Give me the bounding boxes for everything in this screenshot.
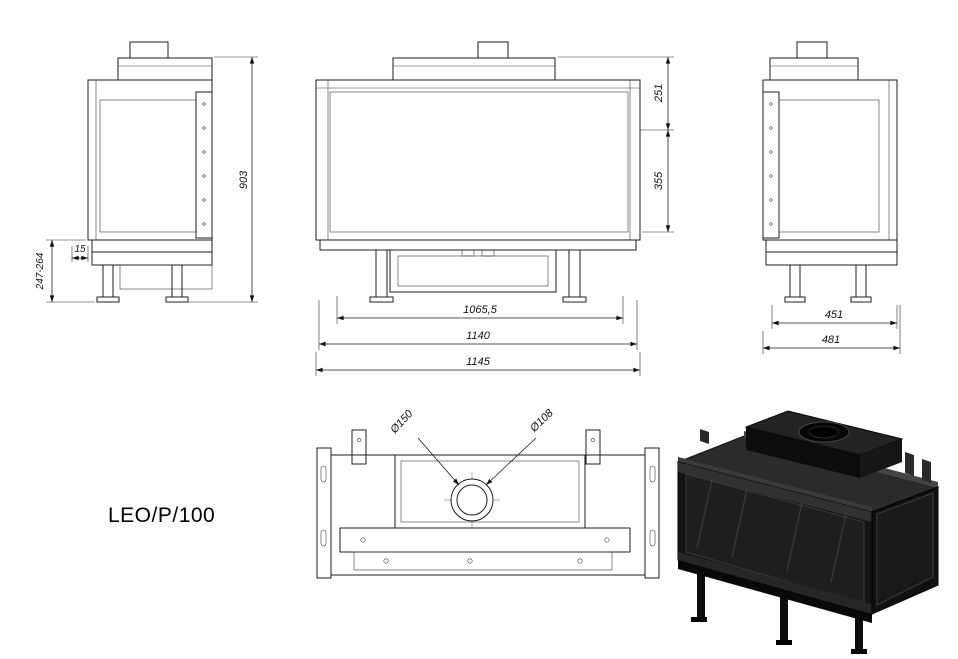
under-panel-outline: [119, 264, 213, 290]
base-lower-outline: [765, 251, 898, 266]
side-view-left: 903 247-264 15: [35, 41, 258, 303]
mounting-tab: [700, 429, 709, 444]
clip: [461, 249, 475, 257]
foot: [165, 296, 189, 303]
drawer-panel-outline: [389, 249, 557, 293]
flue-stub-outline: [796, 41, 828, 59]
foot: [96, 296, 120, 303]
front-band-outline: [339, 527, 631, 553]
leg: [171, 264, 183, 298]
leg: [789, 264, 801, 298]
foot: [851, 649, 867, 654]
dim-side-overall-depth: 481: [822, 334, 840, 346]
glass-panel: [329, 91, 629, 233]
foot: [562, 296, 587, 303]
support-post: [351, 429, 367, 465]
leg: [102, 264, 114, 298]
bracket-slot: [320, 529, 327, 547]
plenum-front-face: [746, 427, 860, 478]
leader-line: [417, 437, 460, 486]
mounting-tab: [922, 459, 931, 483]
dim-hood-height: 251: [653, 84, 665, 103]
dim-leg-height-range: 247-264: [35, 252, 46, 290]
bracket-slot: [649, 529, 656, 547]
bracket-slot: [320, 465, 327, 483]
base-lower-outline: [91, 251, 213, 266]
dim-overall-width: 1145: [466, 356, 491, 368]
plenum-side-face: [860, 439, 902, 478]
leg: [780, 588, 788, 640]
foot: [369, 296, 394, 303]
body-outline: [762, 79, 898, 241]
front-view: 251 355 1065,5 1140 1145: [315, 41, 674, 376]
side-view-right: 451 481: [762, 41, 901, 354]
flue-stub-outline: [477, 41, 509, 59]
hood-top-inner: [400, 460, 580, 523]
dim-overall-height: 903: [238, 170, 250, 189]
bracket-slot: [649, 465, 656, 483]
model-label: LEO/P/100: [108, 504, 215, 527]
foot: [850, 296, 872, 303]
firebox-outline: [99, 99, 197, 233]
foot: [784, 296, 806, 303]
firebox-outline: [778, 99, 880, 233]
glass-edge-strip: [195, 91, 213, 239]
base-upper-outline: [765, 239, 898, 253]
base-flange-outline: [319, 239, 637, 251]
leg: [568, 249, 581, 298]
foot: [691, 617, 707, 622]
glass-clip-marks: [769, 102, 773, 226]
leg: [375, 249, 388, 298]
body-top-outline: [330, 454, 646, 576]
hood-outline: [392, 57, 556, 81]
dim-leg-offset: 15: [74, 244, 86, 255]
leader-line: [485, 437, 537, 486]
side-bracket: [644, 447, 660, 579]
mounting-tab: [905, 452, 914, 476]
dim-body-width: 1140: [466, 330, 491, 342]
glass-reflections: [696, 479, 847, 583]
body-outline: [87, 79, 213, 241]
side-bracket: [316, 447, 332, 579]
leg: [697, 565, 705, 617]
flue-stub-outline: [129, 41, 169, 59]
iso-view-3d: [676, 410, 940, 654]
leg: [855, 264, 867, 298]
front-top-band: [678, 462, 872, 522]
screw-holes: [360, 537, 610, 564]
support-post: [585, 429, 601, 465]
dim-side-inner-depth: 451: [825, 309, 843, 321]
glass-edge-strip: [762, 91, 780, 239]
base-upper-outline: [91, 239, 213, 253]
front-band-inner: [353, 551, 613, 571]
bottom-strip: [678, 560, 872, 623]
foot: [776, 640, 792, 645]
dim-glass-height: 355: [653, 171, 665, 190]
front-bottom-band: [678, 552, 872, 614]
flue-inner-circle: [456, 484, 488, 516]
dim-flue-diameter: Ø150: [388, 407, 416, 436]
clip: [481, 249, 495, 257]
post-hole: [357, 438, 361, 442]
dim-air-inlet-diameter: Ø108: [527, 407, 556, 436]
glass-clip-marks: [202, 102, 206, 226]
body-outline: [315, 79, 641, 241]
hood-outline: [769, 57, 859, 81]
hood-outline: [117, 57, 213, 81]
flue-opening: [808, 425, 840, 439]
post-hole: [591, 438, 595, 442]
top-view: Ø150 Ø108: [316, 407, 660, 579]
leg: [855, 609, 863, 649]
dim-glass-width: 1065,5: [463, 304, 498, 316]
right-end-glass: [876, 492, 934, 606]
drawer-inner-line: [397, 255, 549, 287]
